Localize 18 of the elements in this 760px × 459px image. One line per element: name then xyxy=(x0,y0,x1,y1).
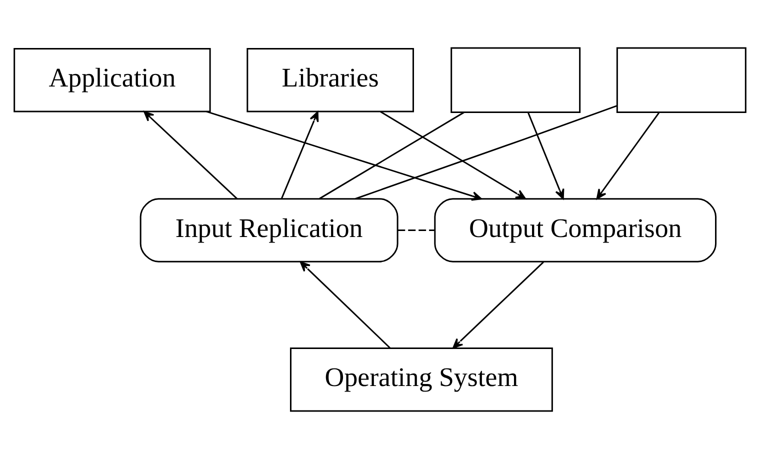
node-box xyxy=(450,47,581,113)
node-box: Libraries xyxy=(246,48,414,112)
arrow xyxy=(206,110,482,201)
arrow xyxy=(300,261,390,348)
arrow xyxy=(280,111,319,200)
connector xyxy=(319,112,464,200)
arrow xyxy=(452,262,544,349)
connector xyxy=(398,230,434,231)
arrow xyxy=(380,111,526,200)
node-box: Input Replication xyxy=(140,198,398,262)
arrow xyxy=(528,112,564,200)
connector xyxy=(355,105,618,200)
arrow xyxy=(144,110,238,200)
arrow xyxy=(596,112,660,200)
node-box: Output Comparison xyxy=(434,198,717,262)
node-box: Operating System xyxy=(290,348,553,412)
node-box: Application xyxy=(14,48,211,112)
node-box xyxy=(616,47,746,113)
